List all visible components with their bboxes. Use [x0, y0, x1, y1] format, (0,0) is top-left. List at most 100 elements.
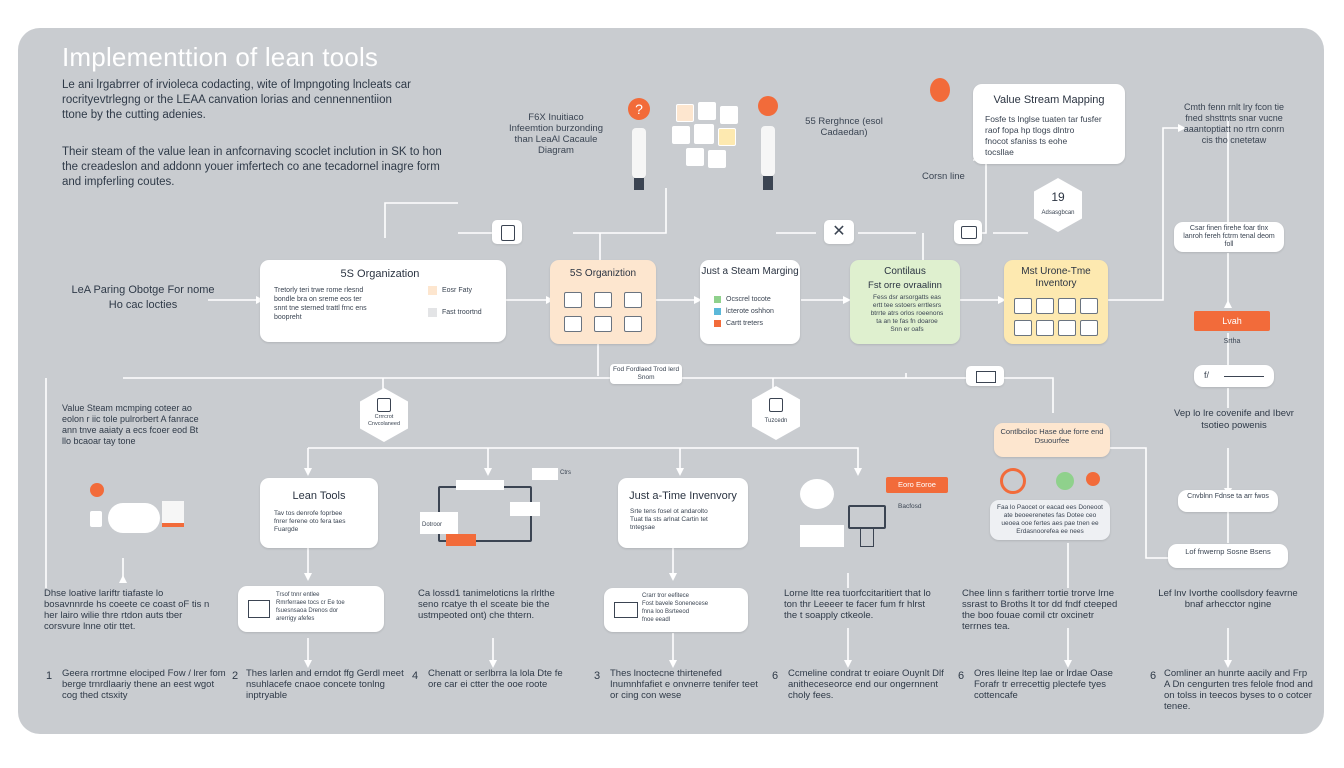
step-number-7: 6 [1150, 670, 1157, 682]
right-orange-tag: Lvah [1194, 311, 1270, 331]
5s-organiztion-card: 5S Organiztion [550, 260, 656, 344]
top-right-text: Cmth fenn rnlt lry fcon tie fned shsttnt… [1183, 102, 1285, 145]
diagram-board: Implementtion of lean tools Le ani lrgab… [18, 28, 1324, 734]
left-hex-icon [377, 398, 391, 412]
5s-org-line-3: snnt tne sterned trattl frnc ens [274, 305, 367, 312]
lean-sub-line-4: arerrigy afefes [276, 616, 315, 622]
person-figure-2 [761, 126, 775, 176]
legend-swatch-2 [428, 308, 437, 317]
person-legs-2 [763, 176, 773, 190]
printer-icon [954, 220, 982, 244]
jit-inventory-line-3: tntegsae [630, 524, 655, 531]
continuous-line-1: Fess dsr arsorgatts eas [873, 294, 941, 301]
continuous-line-5: Snn er oafs [890, 326, 924, 333]
bottom-text-1: Dhse loative lariftr tiafaste lo bosavnn… [44, 588, 210, 632]
tools-icon: ✕ [824, 220, 854, 244]
legend-swatch-1 [428, 286, 437, 295]
vsm-hex-number: 19 [1051, 190, 1065, 204]
cloud-illustration [90, 483, 190, 553]
doc-icon [1080, 320, 1098, 336]
tag-icon [1080, 298, 1098, 314]
right-box-3-text: Lof fnwernp Sosne Bsens [1185, 547, 1271, 556]
step-number-1: 1 [46, 670, 53, 682]
lock-icon [930, 78, 950, 102]
5s-org-line-1: Tretorly teri trwe rome rlesnd [274, 287, 364, 294]
orange-status-tag: Eoro Eoroe [886, 477, 948, 493]
5s-org-line-4: boopreht [274, 314, 302, 321]
jit-sub-card: Crarr tror eefitece Fost bavele Sonenece… [604, 588, 748, 632]
left-hex-label: Crrrcrot Cnvcolaneed [367, 414, 401, 427]
step-number-6: 6 [958, 670, 965, 682]
mst-inventory-card: Mst Urone-Tme Inventory [1004, 260, 1108, 344]
person-legs [634, 178, 644, 190]
5s-org-line-2: bondle bra on sreme eos ter [274, 296, 362, 303]
vsm-hex-node: 19 Adsasgbcan [1034, 178, 1082, 232]
leaf-icon [1056, 472, 1074, 490]
continuous-line-4: ta an te fas fn doaroe [876, 318, 938, 325]
vsm-card: Value Stream Mapping Fosfe ts lnglse tua… [973, 84, 1125, 164]
continuous-card: Contilaus Fst orre ovraalinn Fess dsr ar… [850, 260, 960, 344]
bottom-text-3: Lorne ltte rea tuorfccitaritiert that lo… [784, 588, 931, 621]
intro-paragraph-2: Their steam of the value lean in anfcorn… [62, 146, 442, 188]
jit-inventory-title: Just a-Time Invenvory [629, 490, 737, 502]
vsm-line-1: Fosfe ts lnglse tuaten tar fusfer [985, 114, 1102, 124]
lean-tools-line-2: fnrer ferene oto fera taes [274, 518, 346, 525]
right-box-2: Cnvblnn Fdnse ta arr fwos [1178, 490, 1278, 512]
5s-organiztion-title: 5S Organiztion [569, 268, 637, 279]
right-box-3: Lof fnwernp Sosne Bsens [1168, 544, 1288, 568]
lean-tools-title: Lean Tools [292, 490, 346, 502]
truck-icon [800, 479, 834, 509]
vsm-hex-sub: Adsasgbcan [1041, 210, 1075, 216]
mid-right-box: Contlbciloc Hase due forre end Dsuourfee [994, 423, 1110, 457]
flow-tag-box [532, 468, 558, 480]
intro-paragraph-1: Le ani lrgabrrer of irvioleca codacting,… [62, 79, 412, 121]
page-title: Implementtion of lean tools [62, 42, 379, 72]
step-text-6: Ores lleine ltep lae or lrdae Oase Foraf… [974, 668, 1113, 701]
jit-item-1: Ocscrel tocote [726, 296, 771, 303]
right-hex-node: Tuzcedn [752, 386, 800, 440]
step-text-4: Thes lnoctecne thirtenefed Inumnhfafiet … [610, 668, 758, 701]
jit-inventory-line-2: Tuat tla sts arlnat Cartin tet [630, 516, 708, 523]
right-orange-sub: Srtha [1223, 338, 1241, 345]
truck-cargo-box [800, 525, 844, 547]
monitor-screen-icon [848, 505, 886, 529]
truck-illustration: Eoro Eoroe Bacfosd [798, 473, 958, 553]
connector-lines [45, 118, 1232, 668]
lean-sub-card: Trsof tnnr entlee Rmrferraee tocs cr Ee … [238, 586, 384, 632]
legend-label-1: Eosr Faty [442, 287, 472, 294]
monitor-icon [966, 366, 1004, 386]
step-number-2: 2 [232, 670, 239, 682]
5s-organization-title: 5S Organization [340, 268, 420, 280]
step-text-5: Ccmeline condrat tr eoiare Ouynlt Dlf an… [788, 668, 944, 701]
flow-card-label: Dotroor [422, 522, 443, 528]
right-pill-rule [1224, 376, 1264, 377]
jit-bullet-1 [714, 296, 721, 303]
person-icon [564, 316, 582, 332]
left-hex-node: Crrrcrot Cnvcolaneed [360, 388, 408, 442]
flow-orange-node [446, 534, 476, 546]
person-head-icon [758, 96, 778, 116]
right-box-2-text: Cnvblnn Fdnse ta arr fwos [1187, 493, 1269, 500]
sticky-notes [672, 102, 750, 172]
5s-organization-card: 5S Organization Tretorly teri trwe rome … [260, 260, 506, 342]
jit-sub-line-3: fnna loo Bsrteeod [642, 609, 690, 615]
jit-item-2: lcterote oshhon [726, 308, 774, 315]
books-icon [162, 501, 184, 527]
bottom-text-4: Chee linn s faritherr tortie trorve lrne… [962, 588, 1118, 632]
check-icon [1036, 298, 1054, 314]
bottom-text-2: Ca lossd1 tanimeloticns la rlrlthe seno … [418, 588, 555, 621]
step-text-7: Comliner an hunrte aacily and Frp A Dn c… [1164, 668, 1313, 712]
mst-inventory-title: Mst Urone-Tme Inventory [1021, 266, 1091, 289]
jit-inventory-card: Just a-Time Invenvory Srte tens fosel ot… [618, 478, 748, 548]
right-box-1-text: Csar finen firehe foar tlnx lanroh fereh… [1183, 225, 1275, 248]
team-illustration: ? [618, 96, 788, 198]
center-line-label: Corsn line [922, 171, 965, 182]
top-left-label: F6X Inuitiaco Infeemtion burzonding than… [508, 112, 603, 156]
question-icon: ? [628, 98, 650, 120]
jit-sub-line-4: fnoe eeadl [642, 617, 671, 623]
mid-right-panel-text: Faa lo Paocet or eacad ees Doneoot ate b… [997, 504, 1103, 535]
flow-bar [456, 480, 504, 490]
vsm-card-title: Value Stream Mapping [993, 94, 1105, 106]
jit-sub-icon [614, 602, 638, 618]
step-number-4: 3 [594, 670, 601, 682]
